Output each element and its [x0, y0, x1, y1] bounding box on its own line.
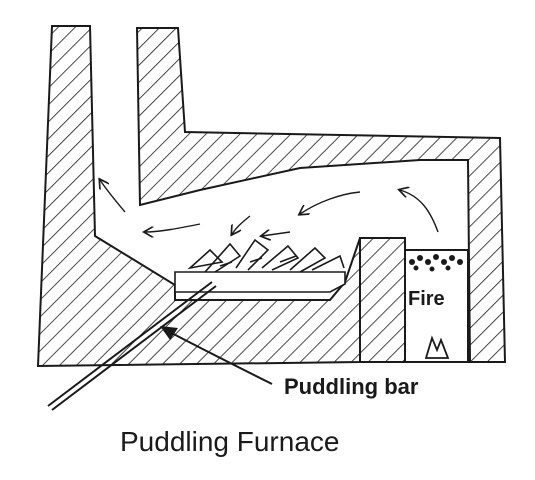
puddling-bar-label: Puddling bar: [284, 374, 419, 399]
flame-icon: [424, 335, 450, 359]
bridge-wall: [359, 237, 406, 363]
firebox: [404, 249, 469, 363]
fire-label: Fire: [408, 288, 445, 310]
pointer-arrowhead: [160, 326, 178, 340]
pig-iron-pile: [174, 238, 346, 293]
flow-arrows: [100, 180, 439, 236]
coal-pile: [409, 254, 463, 272]
pointer-arrow: [165, 329, 273, 385]
diagram-title: Puddling Furnace: [120, 426, 340, 457]
puddling-bar: [47, 281, 217, 411]
left-chimney-wall: [36, 25, 361, 368]
